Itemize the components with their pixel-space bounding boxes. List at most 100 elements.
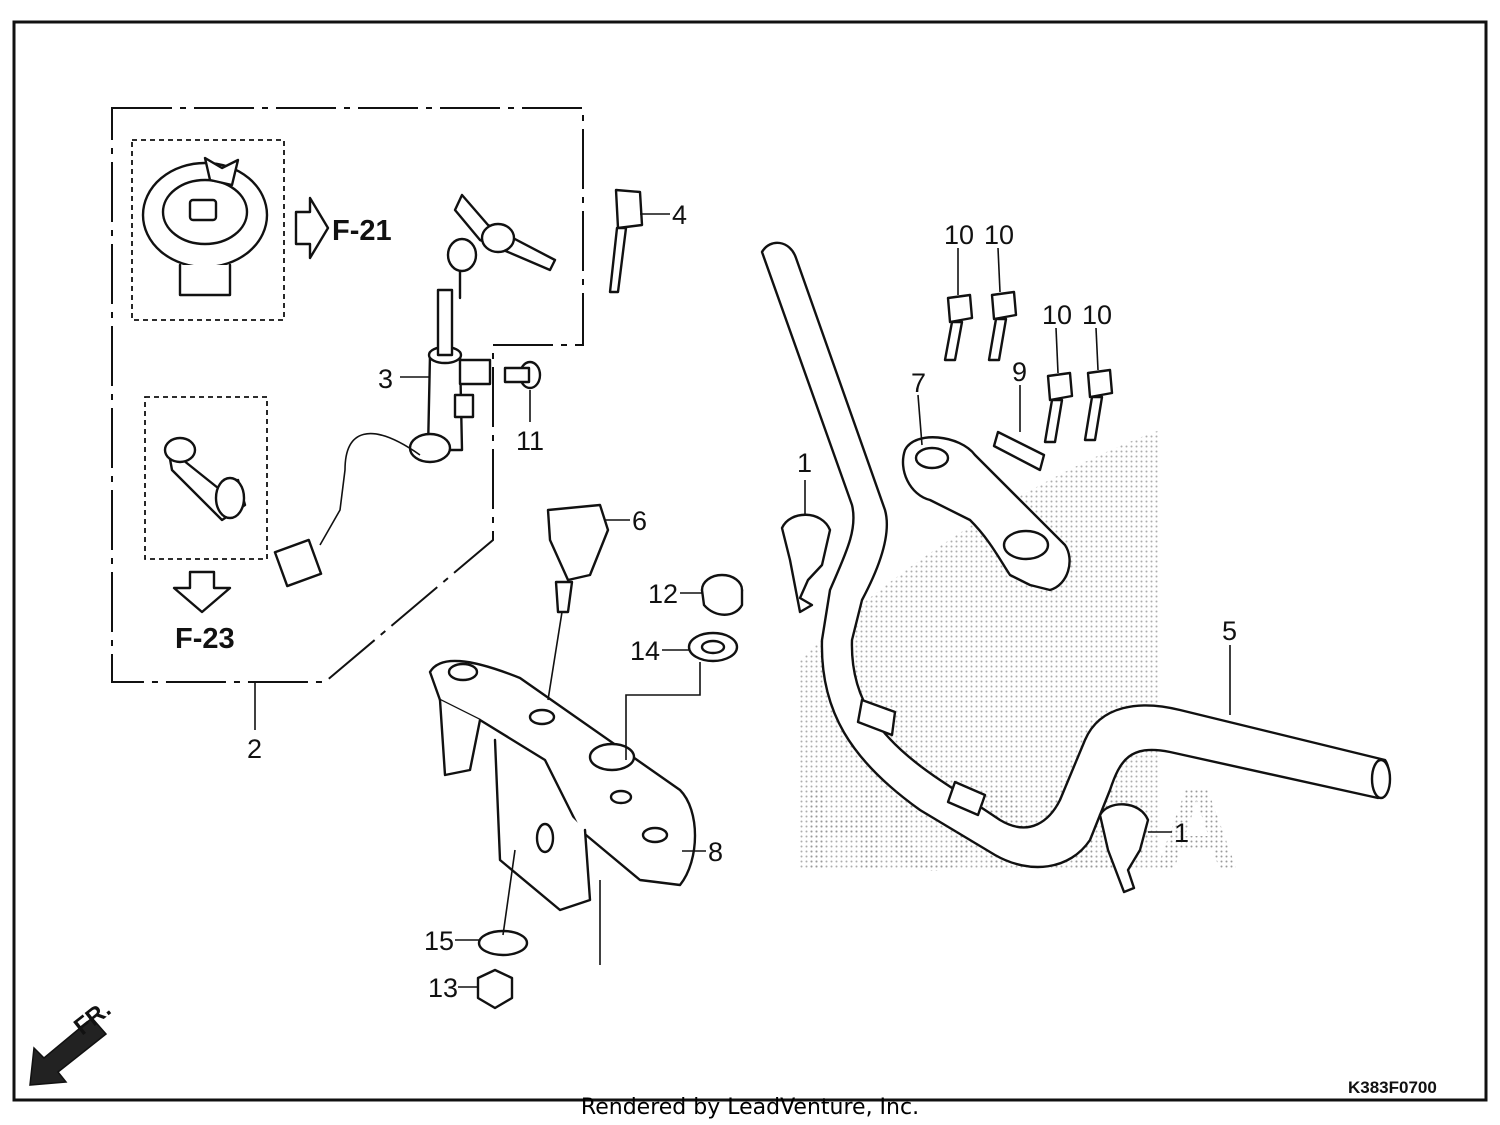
bolt-6-head <box>546 503 610 582</box>
bolt-10a-shank <box>943 320 964 362</box>
washer-14-inner <box>700 639 726 655</box>
ref-f23-group: F-23 <box>172 570 235 655</box>
bolt-6-shank <box>554 580 574 614</box>
bolt-10b <box>987 290 1018 362</box>
callout-9: 9 <box>1012 357 1027 387</box>
ignition-key-1 <box>453 193 557 272</box>
bridge-slot <box>535 822 555 854</box>
washer-14 <box>687 631 739 663</box>
ref-f21-group: F-21 <box>294 196 392 260</box>
seat-lock-box <box>144 396 268 560</box>
clamp-1a <box>780 513 832 614</box>
fuel-cap-tab <box>203 156 240 187</box>
bolt-10c <box>1043 371 1074 444</box>
top-bridge-plate <box>428 659 697 887</box>
callout-10b: 10 <box>984 220 1014 250</box>
top-bridge <box>428 659 697 912</box>
handlebar <box>760 241 1392 869</box>
callout-12: 12 <box>648 579 678 609</box>
seat-lock-end <box>214 476 246 520</box>
leader-lines <box>254 213 1231 988</box>
key-head-2 <box>446 237 478 273</box>
callout-10d: 10 <box>1082 300 1112 330</box>
bolt-10a-head <box>946 293 974 324</box>
diagram-code: K383F0700 <box>1348 1078 1437 1097</box>
ignition-connector <box>273 538 323 588</box>
cap-nut-body <box>700 588 744 616</box>
ref-f21-arrow <box>294 196 330 260</box>
footer-credit: Rendered by LeadVenture, Inc. <box>581 1095 919 1120</box>
cap-nut-12 <box>700 573 744 616</box>
bolt-10b-head <box>990 290 1018 321</box>
bridge-hole-2 <box>528 708 556 726</box>
front-arrow-icon <box>29 1016 108 1086</box>
ignition-collar <box>408 432 452 464</box>
callout-10a: 10 <box>944 220 974 250</box>
clamp-1b-body <box>1098 803 1150 894</box>
bolt-10d <box>1083 368 1114 442</box>
bolt-10d-head <box>1086 368 1114 399</box>
ignition-bracket <box>453 393 475 419</box>
front-direction-marker: FR. <box>29 996 116 1086</box>
bolt-10d-shank <box>1083 395 1104 442</box>
seat-lock-face <box>163 436 197 464</box>
bridge-ear <box>438 698 482 777</box>
spare-key-head <box>614 188 644 230</box>
clamp-1a-body <box>780 513 832 614</box>
callout-2: 2 <box>247 734 262 764</box>
callout-14: 14 <box>630 636 660 666</box>
bridge-hole-3 <box>588 742 636 772</box>
fuel-cap-neck <box>178 263 232 297</box>
ignition-switch <box>273 288 492 588</box>
bolt-10b-shank <box>987 317 1008 362</box>
bolt-10c-shank <box>1043 398 1064 444</box>
bolt-10c-head <box>1046 371 1074 402</box>
ref-f23-label: F-23 <box>175 623 235 655</box>
handlebar-knurl-1 <box>856 698 897 737</box>
callout-5: 5 <box>1222 616 1237 646</box>
clamp-1b <box>1098 803 1150 894</box>
callout-3: 3 <box>378 364 393 394</box>
bolt-6 <box>546 503 610 614</box>
callout-11: 11 <box>516 426 544 456</box>
fuel-cap-group <box>131 139 285 321</box>
nut-13 <box>476 968 514 1010</box>
handlebar-knurl-2 <box>946 780 987 817</box>
holder-bore-2 <box>1002 529 1050 561</box>
callout-7: 7 <box>911 368 926 398</box>
ignition-cylinder <box>436 288 454 357</box>
key-head-1 <box>480 222 516 254</box>
callout-15: 15 <box>424 926 454 956</box>
bolt-10a <box>943 293 974 362</box>
bridge-hole-5 <box>641 826 669 844</box>
ref-f21-label: F-21 <box>332 215 392 247</box>
screw-11 <box>503 360 542 390</box>
ignition-wire <box>319 432 421 546</box>
seat-lock-group <box>144 396 268 560</box>
callout-6: 6 <box>632 506 647 536</box>
kit-outline <box>111 107 584 683</box>
frame-border <box>12 20 1488 1102</box>
fuel-cap-lock <box>188 198 218 222</box>
holder-bore-1 <box>914 446 950 470</box>
callout-4: 4 <box>672 200 687 230</box>
nut-13-body <box>476 968 514 1010</box>
ref-f23-arrow <box>172 570 232 614</box>
callout-8: 8 <box>708 837 723 867</box>
ignition-keys <box>446 193 557 300</box>
handlebar-end <box>1370 758 1392 800</box>
bridge-hole-1 <box>447 662 479 682</box>
callout-labels: 4 3 11 6 12 14 8 15 13 2 1 1 5 7 9 10 10… <box>247 200 1237 1003</box>
handlebar-tube <box>760 241 1390 869</box>
fuel-cap-box <box>131 139 285 321</box>
callout-10c: 10 <box>1042 300 1072 330</box>
bridge-hole-4 <box>609 789 633 805</box>
callout-13: 13 <box>428 973 458 1003</box>
callout-1b: 1 <box>1174 818 1189 848</box>
handlebar-holder <box>901 436 1071 592</box>
ignition-tab <box>458 358 492 386</box>
callout-1a: 1 <box>797 448 812 478</box>
holder-plate-9 <box>992 430 1046 472</box>
